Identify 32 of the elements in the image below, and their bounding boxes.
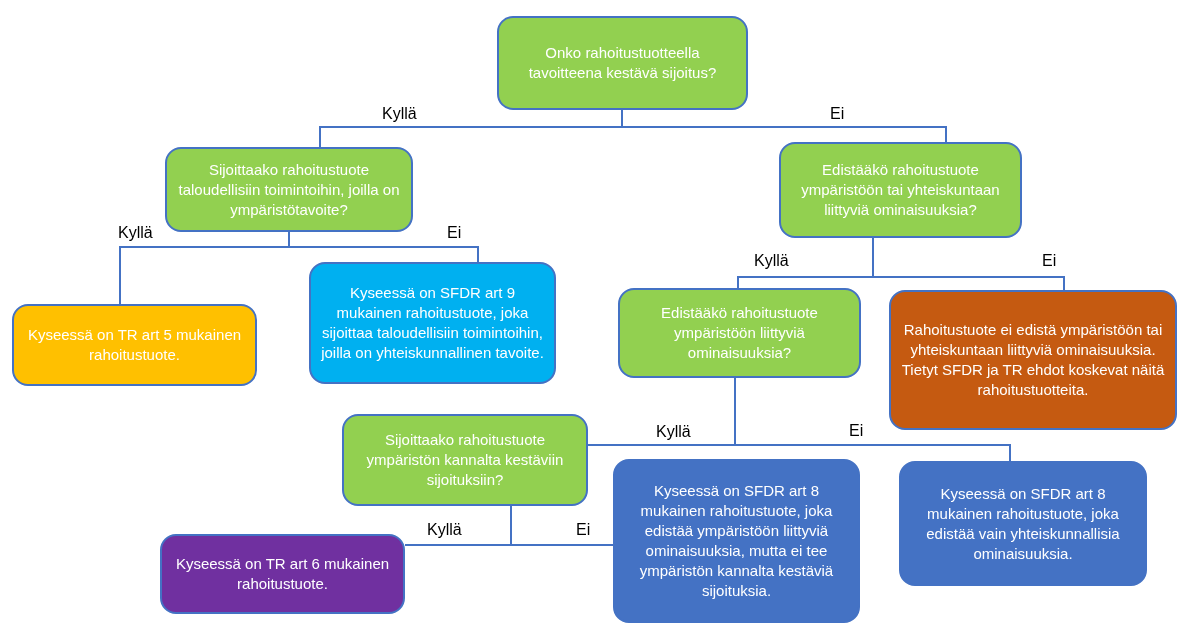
- box-text: Kyseessä on SFDR art 8 mukainen rahoitustuote, joka edistää ympäristöön liittyviä ominaisuuksia, mutta ei tee ympäristön kannalta kestäviä sijoituksia.: [638, 481, 835, 601]
- connector-line: [621, 109, 947, 143]
- decision-box: [899, 461, 1147, 586]
- box-text: Kyseessä on SFDR art 9 mukainen rahoitustuote, joka sijoittaa taloudellisiin toimintoihin, joilla on yhteiskunnallinen tavoite.: [321, 283, 544, 363]
- decision-box: [342, 414, 588, 506]
- decision-box: [160, 534, 405, 614]
- edge-label: Kyllä: [380, 105, 419, 123]
- box-text: Kyseessä on SFDR art 8 mukainen rahoitustuote, joka edistää vain yhteiskunnallisia ominaisuuksia.: [925, 483, 1121, 564]
- box-text: Edistääkö rahoitustuote ympäristöön tai yhteiskuntaan liittyviä ominaisuuksia?: [800, 160, 1001, 220]
- decision-box: [497, 16, 748, 110]
- box-text: Onko rahoitustuotteella tavoitteena kestävä sijoitus?: [527, 43, 718, 83]
- decision-box: [165, 147, 413, 232]
- edge-label: Kyllä: [425, 521, 464, 539]
- box-text: Kyseessä on TR art 5 mukainen rahoitustuote.: [26, 325, 243, 365]
- connector-line: [872, 237, 1065, 291]
- box-text: Kyseessä on TR art 6 mukainen rahoitustuote.: [174, 554, 391, 594]
- box-text: Edistääkö rahoitustuote ympäristöön liittyviä ominaisuuksia?: [660, 303, 819, 363]
- box-text: Sijoittaako rahoitustuote taloudellisiin toimintoihin, joilla on ympäristötavoite?: [177, 159, 401, 220]
- edge-label: Kyllä: [752, 252, 791, 270]
- connector-line: [288, 231, 479, 263]
- box-text: Rahoitustuote ei edistä ympäristöön tai yhteiskuntaan liittyviä ominaisuuksia. Tietyt SFDR ja TR ehdot koskevat näitä rahoitustuotteita.: [901, 320, 1165, 400]
- decision-box: [889, 290, 1177, 430]
- edge-label: Kyllä: [654, 423, 693, 441]
- decision-box: [12, 304, 257, 386]
- edge-label: Kyllä: [116, 224, 155, 242]
- decision-box: [618, 288, 861, 378]
- connector-line: [734, 377, 1011, 462]
- box-text: Sijoittaako rahoitustuote ympäristön kannalta kestäviin sijoituksiin?: [365, 430, 565, 490]
- decision-box: [613, 459, 860, 623]
- decision-box: [309, 262, 556, 384]
- decision-box: [779, 142, 1022, 238]
- connector-line: [510, 505, 614, 546]
